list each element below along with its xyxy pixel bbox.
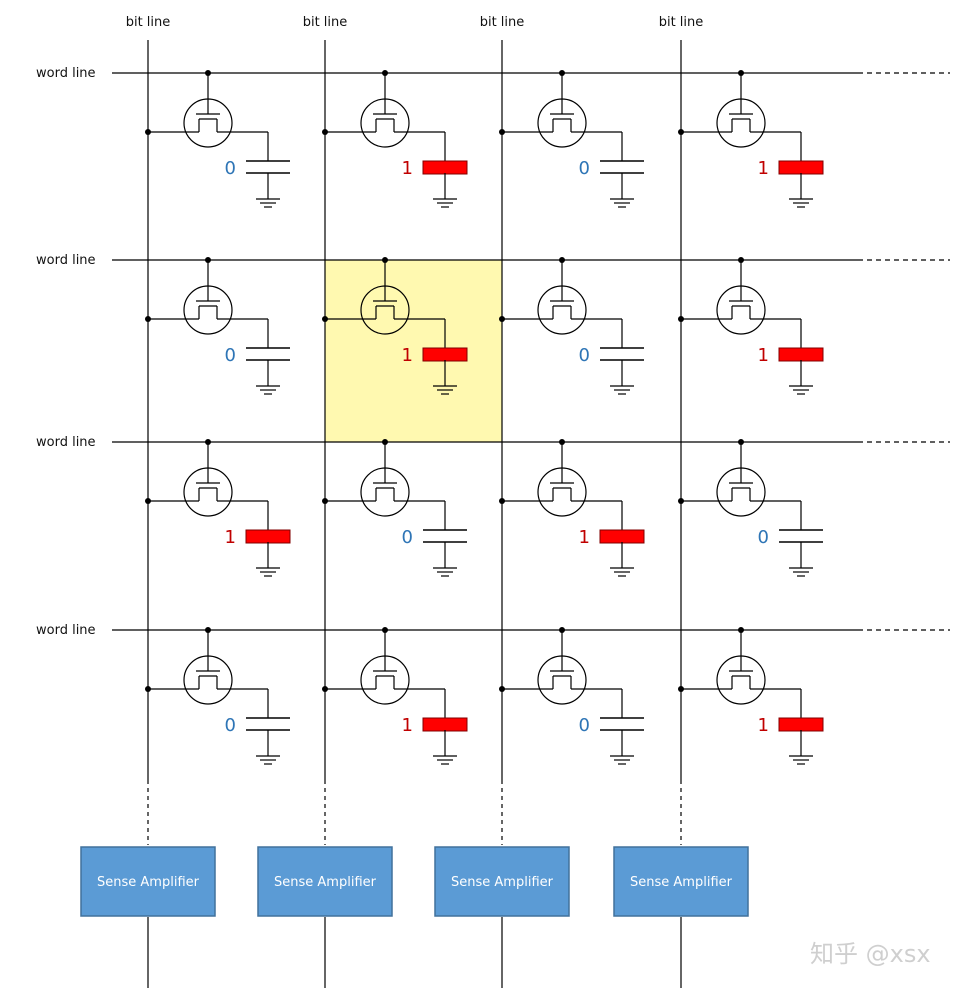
word-line-label: word line: [36, 623, 96, 638]
bit-line-junction: [499, 129, 505, 135]
bit-line-junction: [678, 316, 684, 322]
cell-value: 1: [758, 345, 769, 366]
watermark-text: 知乎 @xsx: [810, 940, 931, 968]
bit-line-junction: [322, 498, 328, 504]
memory-cell: 0: [499, 257, 644, 395]
memory-cell: 0: [499, 627, 644, 765]
cell-value: 1: [579, 527, 590, 548]
bit-line-label: bit line: [303, 15, 348, 30]
cell-value: 0: [579, 715, 590, 736]
memory-cell: 0: [145, 627, 290, 765]
bit-line-junction: [499, 316, 505, 322]
word-line-label: word line: [36, 253, 96, 268]
sense-amplifier-label: Sense Amplifier: [97, 875, 200, 890]
cell-value: 0: [579, 158, 590, 179]
memory-cell: 0: [499, 70, 644, 208]
sense-amplifier-label: Sense Amplifier: [274, 875, 377, 890]
memory-cell: 1: [678, 70, 824, 208]
charged-capacitor: [778, 347, 824, 362]
cell-value: 1: [758, 715, 769, 736]
cell-value: 1: [402, 715, 413, 736]
cell-value: 1: [402, 158, 413, 179]
charged-capacitor: [422, 717, 468, 732]
memory-cell: 1: [678, 257, 824, 395]
sense-amplifier: Sense Amplifier: [257, 846, 393, 917]
cell-value: 0: [758, 527, 769, 548]
bit-line-label: bit line: [480, 15, 525, 30]
bit-line-junction: [499, 498, 505, 504]
cell-value: 0: [402, 527, 413, 548]
bit-line-junction: [678, 129, 684, 135]
sense-amplifier: Sense Amplifier: [613, 846, 749, 917]
sense-amplifier-box: [613, 846, 749, 917]
memory-cell: 0: [145, 257, 290, 395]
sense-amplifier-box: [257, 846, 393, 917]
cell-value: 0: [579, 345, 590, 366]
highlighted-cell: [325, 260, 502, 442]
memory-cell: 0: [678, 439, 823, 577]
memory-cell: 1: [322, 627, 468, 765]
cell-value: 0: [225, 158, 236, 179]
cell-value: 1: [225, 527, 236, 548]
bit-line-junction: [678, 498, 684, 504]
bit-line-junction: [678, 686, 684, 692]
memory-cell: 1: [145, 439, 291, 577]
cell-value: 0: [225, 715, 236, 736]
sense-amplifier-label: Sense Amplifier: [630, 875, 733, 890]
word-line-label: word line: [36, 66, 96, 81]
memory-cell: 1: [678, 627, 824, 765]
cell-value: 1: [758, 158, 769, 179]
sense-amplifier-box: [80, 846, 216, 917]
bit-line-junction: [145, 498, 151, 504]
cell-value: 1: [402, 345, 413, 366]
cell-value: 0: [225, 345, 236, 366]
bit-line-junction: [322, 686, 328, 692]
memory-cell: 0: [322, 439, 467, 577]
word-line-label: word line: [36, 435, 96, 450]
sense-amplifier: Sense Amplifier: [434, 846, 570, 917]
bit-line-junction: [322, 129, 328, 135]
bit-line-label: bit line: [126, 15, 171, 30]
charged-capacitor: [599, 529, 645, 544]
bit-line-junction: [322, 316, 328, 322]
bit-line-junction: [499, 686, 505, 692]
sense-amplifier-label: Sense Amplifier: [451, 875, 554, 890]
memory-cell: 1: [322, 257, 468, 395]
bit-line-junction: [145, 129, 151, 135]
charged-capacitor: [778, 160, 824, 175]
charged-capacitor: [245, 529, 291, 544]
sense-amplifier-box: [434, 846, 570, 917]
sense-amplifier: Sense Amplifier: [80, 846, 216, 917]
memory-cell: 0: [145, 70, 290, 208]
bit-line-junction: [145, 686, 151, 692]
charged-capacitor: [422, 160, 468, 175]
charged-capacitor: [422, 347, 468, 362]
bit-line-junction: [145, 316, 151, 322]
charged-capacitor: [778, 717, 824, 732]
memory-cell: 1: [322, 70, 468, 208]
memory-cell: 1: [499, 439, 645, 577]
bit-line-label: bit line: [659, 15, 704, 30]
